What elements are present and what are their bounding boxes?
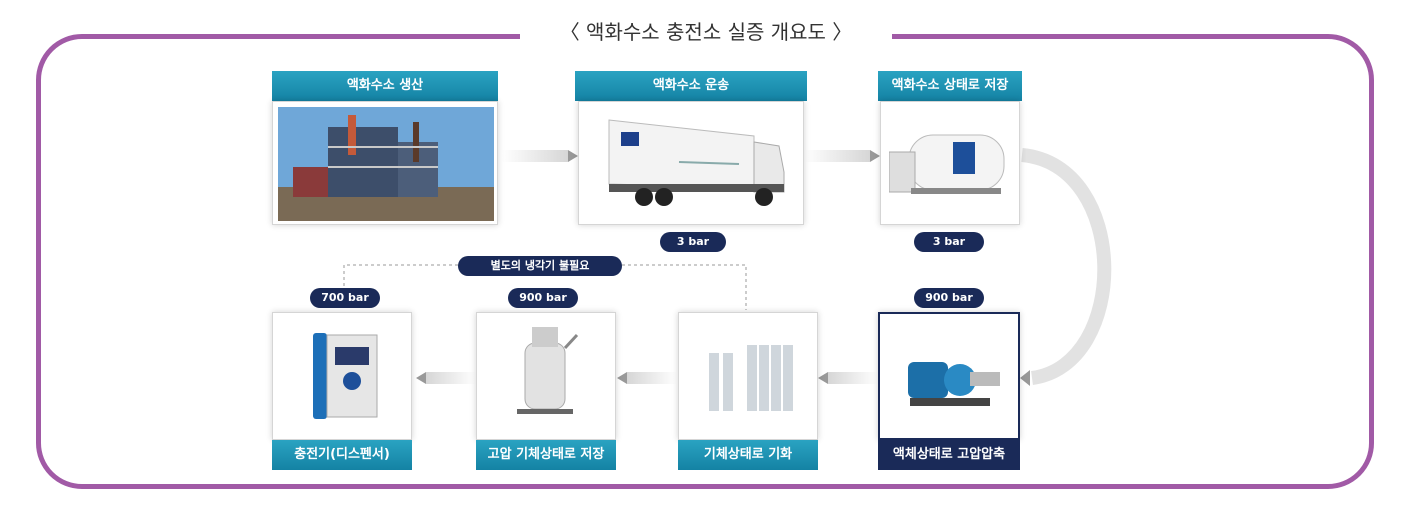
step-1-image bbox=[272, 101, 498, 225]
step-4-image bbox=[878, 312, 1020, 440]
arrow-2-3 bbox=[804, 150, 880, 162]
arrow-6-7 bbox=[416, 372, 476, 384]
step-5-label: 기체상태로 기화 bbox=[703, 447, 793, 462]
step-3-label: 액화수소 상태로 저장 bbox=[891, 78, 1009, 93]
truck-illustration bbox=[608, 119, 785, 206]
step-5-image bbox=[678, 312, 818, 440]
step-6-label: 고압 기체상태로 저장 bbox=[487, 447, 605, 462]
step-1-header: 액화수소 생산 bbox=[272, 71, 498, 101]
step-6-pressure: 900 bar bbox=[508, 288, 578, 308]
arrow-4-5 bbox=[818, 372, 878, 384]
step-3-header: 액화수소 상태로 저장 bbox=[878, 71, 1022, 101]
step-1-label: 액화수소 생산 bbox=[346, 78, 424, 93]
step-4-pressure: 900 bar bbox=[914, 288, 984, 308]
step-6-image bbox=[476, 312, 616, 440]
step-2-image bbox=[578, 101, 804, 225]
step-2-pressure: 3 bar bbox=[660, 232, 726, 252]
step-4-footer: 액체상태로 고압압축 bbox=[878, 440, 1020, 470]
vaporizer-illustration bbox=[709, 345, 793, 411]
frame-gap bbox=[520, 26, 892, 48]
step-2-label: 액화수소 운송 bbox=[652, 78, 730, 93]
step-3-pressure: 3 bar bbox=[914, 232, 984, 252]
dispenser-illustration bbox=[313, 333, 378, 419]
step-3-image bbox=[880, 101, 1020, 225]
cooling-note: 별도의 냉각기 불필요 bbox=[458, 256, 622, 276]
high-pressure-tank-illustration bbox=[517, 327, 579, 414]
cooling-bracket bbox=[343, 264, 458, 286]
step-6-footer: 고압 기체상태로 저장 bbox=[476, 440, 616, 470]
curve-arrow bbox=[1021, 148, 1112, 385]
step-7-pressure: 700 bar bbox=[310, 288, 380, 308]
step-4-label: 액체상태로 고압압축 bbox=[892, 447, 1006, 462]
step-7-image bbox=[272, 312, 412, 440]
plant-illustration bbox=[278, 107, 494, 221]
step-7-label: 충전기(디스펜서) bbox=[294, 447, 390, 462]
step-5-footer: 기체상태로 기화 bbox=[678, 440, 818, 470]
arrow-1-2 bbox=[502, 150, 578, 162]
storage-tank-illustration bbox=[888, 134, 1005, 194]
compressor-illustration bbox=[908, 362, 1000, 406]
arrow-5-6 bbox=[617, 372, 677, 384]
step-2-header: 액화수소 운송 bbox=[575, 71, 807, 101]
diagram-title: 〈 액화수소 충전소 실증 개요도 〉 bbox=[559, 20, 853, 44]
step-7-footer: 충전기(디스펜서) bbox=[272, 440, 412, 470]
